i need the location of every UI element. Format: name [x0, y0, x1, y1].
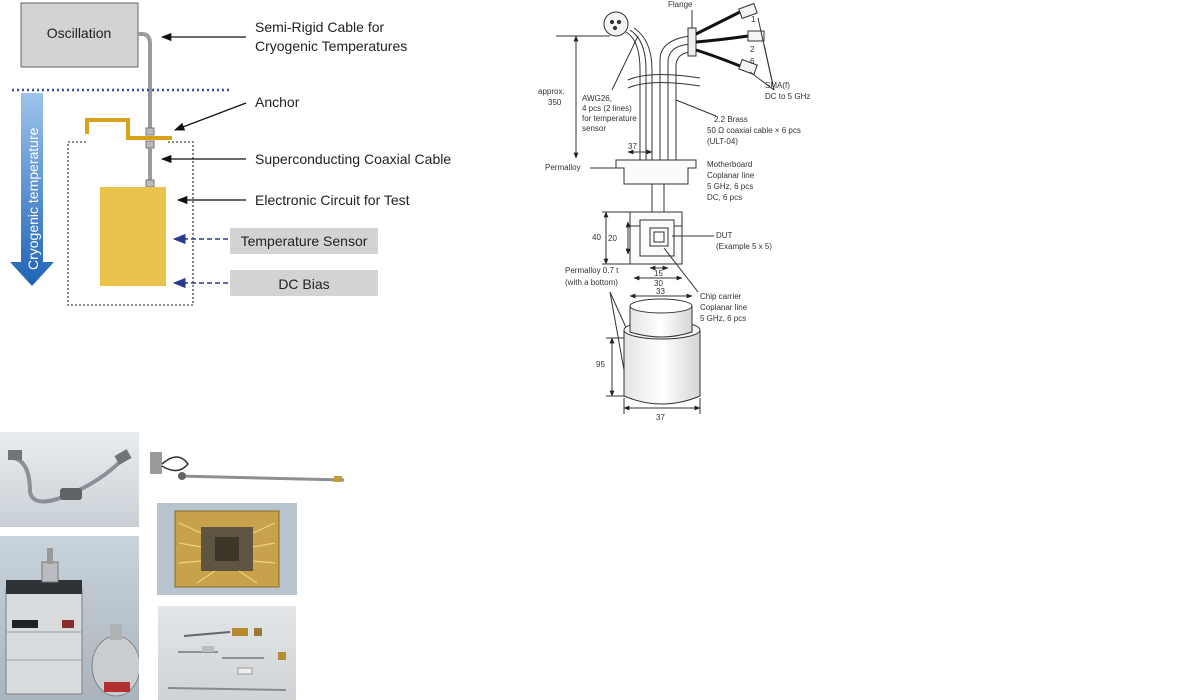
length-label-2: 350 [548, 98, 562, 107]
oscillation-box [20, 2, 139, 68]
chip-carrier-label-1: Chip carrier [700, 292, 742, 301]
cryostat-photo [0, 536, 139, 700]
anchor-connector-top [145, 127, 155, 136]
cryogenic-temperature-label: Cryogenic temperature [25, 127, 41, 270]
chip-carrier-label-2: Coplanar line [700, 303, 748, 312]
electronic-circuit-block [100, 187, 166, 286]
chip-carrier-label-3: 5 GHz, 6 pcs [700, 314, 746, 323]
probe-icon [150, 452, 345, 482]
port-2-label: 2 [750, 45, 755, 54]
permalloy-shield [623, 298, 701, 405]
brass-label-2: 50 Ω coaxial cable × 6 pcs [707, 126, 801, 135]
dut-label-2: (Example 5 x 5) [716, 242, 772, 251]
awg-label-2: 4 pcs (2 lines) [582, 104, 632, 113]
dim-33: 33 [656, 287, 665, 296]
dim-30: 30 [654, 279, 663, 288]
semi-rigid-label-1: Semi-Rigid Cable for [255, 19, 384, 35]
port-1-label: 1 [751, 15, 756, 24]
dim-37-bottom: 37 [656, 413, 665, 422]
semi-rigid-cable [138, 32, 152, 128]
flange-label: Flange [668, 0, 693, 9]
dut-label-1: DUT [716, 231, 733, 240]
awg-label-3: for temperature [582, 114, 637, 123]
circuit-label: Electronic Circuit for Test [255, 192, 410, 208]
sma-cable-1 [695, 10, 741, 36]
sma-cable-2 [695, 34, 749, 44]
sma-label-1: SMA(f) [765, 81, 790, 90]
permalloy-label: Permalloy [545, 163, 581, 172]
flange-block [687, 27, 697, 57]
chip-icon [174, 510, 280, 588]
anchor-label: Anchor [255, 94, 300, 110]
motherboard-plate [615, 159, 697, 185]
probe-rod-photo [148, 446, 348, 486]
temp-sensor-box [230, 228, 378, 254]
sma-cable-6 [695, 48, 741, 68]
awg-label-1: AWG26, [582, 94, 612, 103]
cable-parts-photo [158, 606, 296, 700]
brass-label-3: (ULT-04) [707, 137, 738, 146]
permalloy-07-label-2: (with a bottom) [565, 278, 618, 287]
sensor-wire-bundle [625, 31, 641, 160]
dim-37-top: 37 [628, 142, 637, 151]
length-label-1: approx. [538, 87, 565, 96]
semi-rigid-label-2: Cryogenic Temperatures [255, 38, 407, 54]
probe-drawing [556, 2, 775, 414]
dim-95: 95 [596, 360, 605, 369]
chip-carrier-block [629, 211, 683, 265]
dim-20: 20 [608, 234, 617, 243]
dewar-icon [5, 548, 139, 697]
dc-bias-box [230, 270, 378, 296]
motherboard-label-2: Coplanar line [707, 171, 755, 180]
cryogenic-temperature-arrow [10, 93, 54, 286]
temp-sensor-label: Temperature Sensor [241, 233, 368, 249]
dut-square [649, 227, 669, 247]
cable-icon [8, 449, 132, 504]
awg-label-4: sensor [582, 124, 606, 133]
anchor-plate [85, 118, 172, 140]
cryogenic-enclosure [67, 141, 194, 306]
permalloy-07-label-1: Permalloy 0.7 t [565, 266, 619, 275]
superconducting-label: Superconducting Coaxial Cable [255, 151, 451, 167]
circuit-connector [145, 179, 155, 188]
port-6-label: 6 [750, 57, 755, 66]
dim-15: 15 [654, 269, 663, 278]
sensor-connector-head [603, 11, 629, 37]
length-break-marks [627, 73, 701, 81]
chip-carrier-photo [157, 503, 297, 595]
parts-icon [167, 628, 287, 691]
coax-bundle [659, 35, 691, 160]
brass-label-1: 2.2 Brass [714, 115, 748, 124]
sma-label-2: DC to 5 GHz [765, 92, 810, 101]
block-schematic: Oscillation Cryogenic temperature Semi-R… [10, 2, 451, 306]
oscillation-label: Oscillation [47, 25, 112, 41]
motherboard-label-1: Motherboard [707, 160, 752, 169]
motherboard-label-4: DC, 6 pcs [707, 193, 742, 202]
anchor-connector-bottom [145, 140, 155, 149]
dc-bias-label: DC Bias [278, 276, 329, 292]
motherboard-label-3: 5 GHz, 6 pcs [707, 182, 753, 191]
anchor-pointer [174, 102, 247, 131]
dim-40: 40 [592, 233, 601, 242]
semi-rigid-cable-photo [0, 432, 139, 527]
drawing-annotations: Flange 1 2 6 SMA(f) DC to 5 GHz approx. … [538, 0, 810, 422]
